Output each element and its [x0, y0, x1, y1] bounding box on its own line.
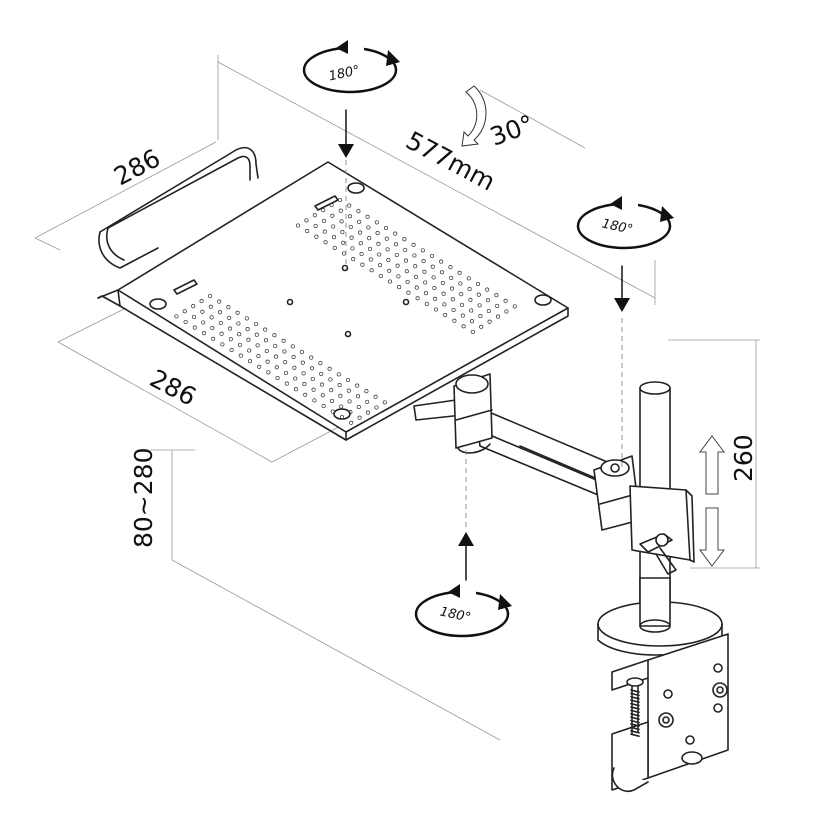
tilt-arrow-icon	[461, 85, 487, 147]
dimension-lines	[34, 55, 760, 741]
rotate-180-icon: 180°	[414, 584, 512, 638]
laptop-tray	[97, 146, 569, 441]
tray-rotation-label: 180°	[327, 63, 361, 84]
desk-clamp	[597, 577, 729, 793]
total-length-label: 577mm	[401, 126, 500, 197]
ventilation-holes	[174, 293, 387, 425]
up-down-arrow-icon	[699, 435, 725, 567]
rotate-180-icon: 180°	[576, 196, 674, 250]
rotation-axes	[345, 160, 623, 528]
ventilation-holes	[295, 197, 517, 334]
rotate-180-icon: 180°	[302, 40, 400, 94]
pole-rotation-label: 180°	[600, 217, 634, 238]
tray-width-label: 286	[145, 364, 201, 412]
up-arrow-icon	[458, 532, 474, 581]
down-arrow-icon	[614, 265, 630, 312]
arm-rotation-label: 180°	[438, 605, 472, 626]
support-arm	[413, 373, 641, 531]
pole-height-label: 260	[729, 434, 758, 482]
down-arrow-icon	[338, 109, 354, 158]
clamp-screw-threads	[630, 689, 640, 738]
tilt-angle-label: 30°	[486, 109, 538, 151]
height-range-label: 80~280	[129, 448, 158, 548]
